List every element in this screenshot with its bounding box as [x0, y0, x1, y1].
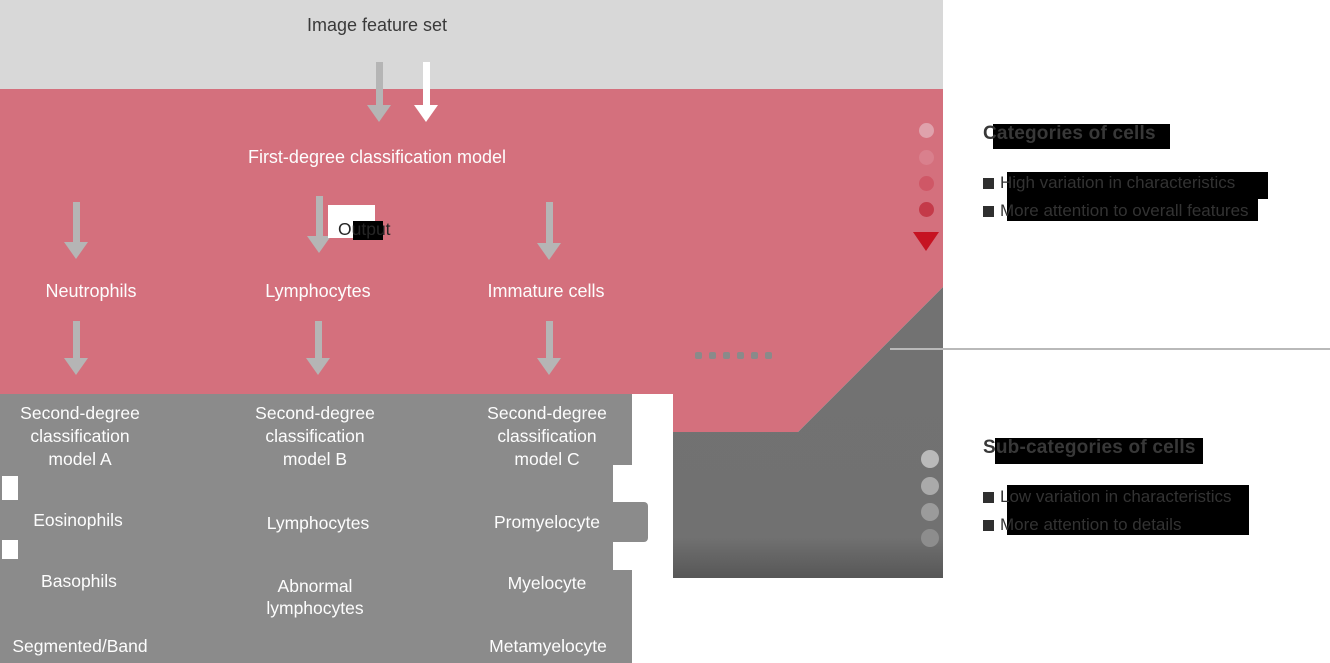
list-item: Metamyelocyte — [489, 636, 607, 656]
bullet-text: More attention to details — [1000, 515, 1182, 534]
gray-dot-icon — [921, 477, 939, 495]
arrow-shaft — [545, 202, 553, 243]
first-degree-label: First-degree classification model — [247, 147, 507, 167]
red-dot-icon — [919, 123, 934, 138]
categories-title: Categories of cells — [983, 123, 1156, 144]
down-arrow-icon — [64, 202, 88, 259]
highlight-box — [1007, 172, 1268, 199]
top-band — [0, 0, 943, 89]
model-a-line1: Second-degree — [20, 403, 140, 423]
arrow-shaft — [314, 321, 322, 358]
output-label: Output — [338, 219, 391, 239]
arrow-head — [307, 236, 331, 253]
gray-dot-icon — [921, 503, 939, 521]
mini-dot-icon — [723, 352, 730, 359]
second-degree-panel — [0, 394, 632, 663]
list-item: Segmented/Band — [12, 636, 148, 656]
model-a-line2: classification — [30, 426, 130, 446]
highlight-box — [1007, 485, 1249, 511]
mini-dot-icon — [737, 352, 744, 359]
panel-notch-left-top — [2, 476, 18, 500]
arrow-head — [414, 105, 438, 122]
mini-dot-icon — [709, 352, 716, 359]
bullet-text: High variation in characteristics — [1000, 173, 1236, 192]
square-bullet-icon — [983, 519, 994, 531]
list-item: Myelocyte — [507, 573, 587, 593]
top-label: Image feature set — [306, 15, 448, 35]
category-label-lymphocytes: Lymphocytes — [265, 281, 371, 301]
arrow-head — [64, 358, 88, 375]
model-c-header: Second-degree classification model C — [487, 402, 607, 471]
gray-dot-icon — [921, 529, 939, 547]
down-arrow-icon — [306, 321, 330, 375]
model-b-header: Second-degree classification model B — [255, 402, 375, 471]
arrow-shaft — [72, 202, 80, 242]
down-arrow-icon — [307, 196, 331, 253]
down-arrow-icon — [414, 62, 438, 122]
panel-notch-right-top — [613, 465, 632, 502]
category-label-immature-cells: Immature cells — [487, 281, 605, 301]
categories-bullet-2: More attention to overall features — [983, 201, 1249, 221]
subcategories-title: Sub-categories of cells — [983, 437, 1196, 458]
model-b-line1: Second-degree — [255, 403, 375, 423]
arrow-head — [537, 358, 561, 375]
list-item: Abnormal lymphocytes — [266, 576, 364, 618]
mini-dot-icon — [695, 352, 702, 359]
model-c-line1: Second-degree — [487, 403, 607, 423]
square-bullet-icon — [983, 177, 994, 189]
highlight-box — [1007, 511, 1249, 535]
panel-notch-right-bottom — [613, 542, 632, 570]
down-arrow-icon — [367, 62, 391, 122]
down-arrow-icon — [537, 202, 561, 260]
model-a-header: Second-degree classification model A — [20, 402, 140, 471]
panel-tab-right — [632, 502, 648, 542]
down-arrow-icon — [64, 321, 88, 375]
square-bullet-icon — [983, 205, 994, 217]
list-item: Lymphocytes — [266, 513, 370, 533]
first-degree-region — [0, 89, 943, 432]
arrow-shaft — [375, 62, 383, 105]
mini-dot-icon — [751, 352, 758, 359]
square-bullet-icon — [983, 491, 994, 503]
model-b-line3: model B — [282, 449, 348, 469]
arrow-shaft — [422, 62, 430, 105]
arrow-head — [367, 105, 391, 122]
output-highlight-box — [353, 221, 383, 240]
subcategories-bullet-2: More attention to details — [983, 515, 1181, 535]
categories-bullet-1: High variation in characteristics — [983, 173, 1235, 193]
highlight-box — [993, 124, 1170, 149]
legend-divider-line — [890, 348, 1330, 350]
gray-dot-icon — [921, 450, 939, 468]
subcategories-bullet-1: Low variation in characteristics — [983, 487, 1231, 507]
red-dot-icon — [919, 150, 934, 165]
red-dot-icon — [919, 202, 934, 217]
arrow-shaft — [72, 321, 80, 358]
highlight-box — [1007, 199, 1258, 221]
panel-notch-left-bottom — [2, 540, 18, 559]
model-c-line3: model C — [514, 449, 580, 469]
arrow-shaft — [315, 196, 323, 236]
down-arrow-icon — [537, 321, 561, 375]
mini-dot-icon — [765, 352, 772, 359]
red-dot-icon — [919, 176, 934, 191]
model-a-line3: model A — [48, 449, 112, 469]
model-c-line2: classification — [497, 426, 597, 446]
category-label-neutrophils: Neutrophils — [45, 281, 137, 301]
arrow-head — [64, 242, 88, 259]
list-item: Promyelocyte — [493, 512, 601, 532]
list-item: Eosinophils — [33, 510, 123, 530]
bullet-text: Low variation in characteristics — [1000, 487, 1232, 506]
red-triangle-icon — [913, 232, 939, 251]
list-item: Basophils — [41, 571, 117, 591]
bullet-text: More attention to overall features — [1000, 201, 1249, 220]
highlight-box — [995, 438, 1203, 464]
arrow-head — [306, 358, 330, 375]
model-b-line2: classification — [265, 426, 365, 446]
arrow-shaft — [545, 321, 553, 358]
arrow-head — [537, 243, 561, 260]
